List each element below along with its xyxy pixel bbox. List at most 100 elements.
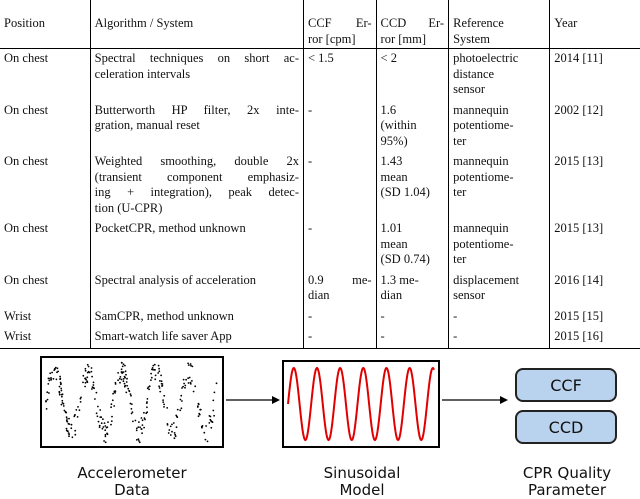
accel-sample-point xyxy=(84,385,86,388)
header-reference-system: Reference System xyxy=(448,0,550,49)
accel-sample-point xyxy=(120,378,123,381)
accel-sample-point xyxy=(140,417,143,419)
accel-sample-point xyxy=(132,420,134,423)
cell-reference-system-line: sensor xyxy=(453,82,486,96)
accel-sample-point xyxy=(49,372,52,375)
accelerometer-label-line2: Data xyxy=(114,481,150,499)
sinusoidal-model-label: Sinusoidal Model xyxy=(290,465,434,499)
comparison-table-container: Position Algorithm / System CCF Er- ror … xyxy=(0,0,640,349)
accel-sample-point xyxy=(169,425,172,428)
sine-curve xyxy=(287,366,435,442)
cell-algorithm: SamCPR, method unknown xyxy=(89,306,304,327)
header-ccf-line2: ror [cpm] xyxy=(307,31,356,46)
accel-sample-point xyxy=(154,374,157,377)
accel-sample-point xyxy=(179,409,182,412)
accel-sample-point xyxy=(122,371,125,373)
accel-sample-point xyxy=(160,374,162,377)
accel-sample-point xyxy=(179,398,182,401)
accel-sample-point xyxy=(77,406,79,408)
accel-sample-point xyxy=(187,377,190,380)
accel-sample-point xyxy=(130,412,133,415)
accel-sample-point xyxy=(141,424,144,426)
cell-ccd-error-line: 95%) xyxy=(380,133,408,148)
cell-year: 2015 [13] xyxy=(549,219,640,271)
accel-sample-point xyxy=(95,412,98,415)
accel-sample-point xyxy=(173,437,176,440)
accel-sample-point xyxy=(174,433,177,436)
cell-ccf-error-line: < 1.5 xyxy=(307,51,334,65)
accel-sample-point xyxy=(71,436,74,439)
accel-sample-point xyxy=(104,435,107,438)
accel-sample-point xyxy=(124,364,126,367)
accel-sample-point xyxy=(125,373,127,376)
cell-ccf-error: - xyxy=(302,327,377,349)
accel-sample-point xyxy=(143,411,145,414)
accel-sample-point xyxy=(103,440,105,442)
cell-ccd-error: - xyxy=(375,306,449,327)
cell-reference-system-line: potentiome- xyxy=(453,118,514,132)
cell-position: On chest xyxy=(4,272,49,287)
cell-algorithm-line: (transient component emphasiz- xyxy=(94,169,299,184)
accel-sample-point xyxy=(67,430,69,433)
accel-sample-point xyxy=(122,378,125,380)
accel-sample-point xyxy=(171,423,173,426)
accel-sample-point xyxy=(213,391,216,394)
accel-sample-point xyxy=(213,414,216,417)
cell-ccf-error-line: dian xyxy=(307,288,330,302)
cell-position: On chest xyxy=(4,154,49,168)
cell-algorithm-line: SamCPR, method unknown xyxy=(94,308,234,323)
cell-ccd-error-line: 1.6 xyxy=(380,102,397,117)
accel-sample-point xyxy=(87,370,90,373)
accel-sample-point xyxy=(158,367,160,370)
accel-sample-point xyxy=(197,415,200,418)
accel-sample-point xyxy=(167,432,170,434)
accel-sample-point xyxy=(197,403,200,406)
cell-ccf-error-line: - xyxy=(307,221,313,235)
accel-sample-point xyxy=(60,382,62,385)
accel-sample-point xyxy=(103,422,106,424)
cell-algorithm-line: Spectral analysis of acceleration xyxy=(94,272,257,287)
accel-sample-point xyxy=(61,393,64,396)
accel-sample-point xyxy=(113,405,116,407)
accel-sample-point xyxy=(55,378,58,381)
accel-sample-point xyxy=(182,385,185,388)
accel-sample-point xyxy=(65,416,68,419)
accel-sample-point xyxy=(126,377,128,380)
accel-sample-point xyxy=(181,387,183,389)
accel-sample-point xyxy=(78,409,81,412)
accel-sample-point xyxy=(84,377,86,380)
header-ccf-line1: CCF Er- xyxy=(307,16,372,30)
cell-algorithm: Spectral techniques on short ac-celerati… xyxy=(89,48,304,101)
cell-year: 2002 [12] xyxy=(549,100,640,152)
header-ccd-error: CCD Er- ror [mm] xyxy=(375,0,449,49)
cell-reference-system-line: mannequin xyxy=(453,221,509,235)
accel-sample-point xyxy=(163,394,166,397)
accel-sample-point xyxy=(70,423,73,426)
accel-sample-point xyxy=(53,367,56,370)
accel-sample-point xyxy=(111,399,114,402)
accel-sample-point xyxy=(92,384,95,386)
accel-sample-point xyxy=(169,434,172,436)
sinusoidal-wave xyxy=(287,366,435,442)
accel-sample-point xyxy=(61,395,63,398)
cell-ccf-error: - xyxy=(302,152,377,219)
accel-sample-point xyxy=(201,426,203,429)
cell-algorithm-line: Butterworth HP filter, 2x inte- xyxy=(94,102,299,117)
accel-sample-point xyxy=(159,390,162,393)
accel-sample-point xyxy=(106,432,108,435)
accel-sample-point xyxy=(110,420,113,422)
accel-sample-point xyxy=(48,379,51,382)
cell-position: Wrist xyxy=(4,308,32,323)
cell-reference-system: - xyxy=(448,306,550,327)
accel-sample-point xyxy=(90,370,93,373)
sinusoidal-model-plot xyxy=(282,360,440,448)
accel-sample-point xyxy=(96,415,99,418)
accel-sample-point xyxy=(135,439,138,441)
accel-sample-point xyxy=(181,400,183,402)
accel-sample-point xyxy=(58,393,61,396)
accel-sample-point xyxy=(143,426,145,429)
accel-sample-point xyxy=(176,416,179,419)
accel-sample-point xyxy=(48,392,50,394)
